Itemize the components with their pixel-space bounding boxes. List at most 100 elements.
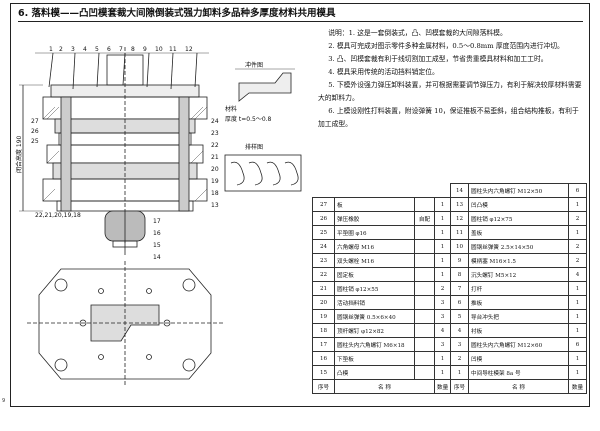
- callout-number: 15: [153, 242, 161, 249]
- drawing-frame: [10, 3, 590, 407]
- bom-no: 24: [312, 239, 335, 254]
- bom-no: 13: [450, 197, 469, 212]
- callout-number: 22: [211, 142, 219, 149]
- bom-spec: [414, 239, 435, 254]
- bom-spec: [414, 225, 435, 240]
- callout-number: 21: [211, 154, 219, 161]
- callout-number: 27: [31, 118, 39, 125]
- strip-layout-label: 排样图: [245, 143, 263, 151]
- bom-qty: 4: [568, 267, 587, 282]
- callout-number: 14: [153, 254, 161, 261]
- bom-name: 圆柱头内六角螺钉 M12×60: [468, 337, 569, 352]
- bom-qty: 2: [568, 239, 587, 254]
- part-label: 冲件图: [245, 61, 263, 69]
- bom-qty: 3: [434, 337, 451, 352]
- notes-section: 说明：1. 这是一套倒装式，凸、凹模套裁的大间隙落料模。 2. 模具可完成对图示…: [318, 27, 584, 177]
- bom-no: 15: [312, 365, 335, 380]
- bom-qty: 1: [434, 225, 451, 240]
- bom-no: 3: [450, 337, 469, 352]
- bom-qty: 6: [568, 183, 587, 198]
- callout-number: 6: [107, 46, 111, 53]
- bom-qty: 1: [434, 197, 451, 212]
- bom-qty: 4: [434, 323, 451, 338]
- bom-no: 10: [450, 239, 469, 254]
- bom-no: 22: [312, 267, 335, 282]
- note-line: 2. 模具可完成对图示零件多种金属材料，0.5～0.8mm 厚度范围内进行冲切。: [328, 42, 564, 50]
- table-header-row: 序号 名 称 数量 序号 名 称 数量: [312, 379, 587, 394]
- bom-name: 圆柱销 φ12×75: [468, 211, 569, 226]
- bom-no: 19: [312, 309, 335, 324]
- header-qty: 数量: [434, 379, 451, 394]
- bom-spec: [414, 323, 435, 338]
- bom-qty: 1: [434, 253, 451, 268]
- header-no: 序号: [312, 379, 335, 394]
- bom-name: 衬板: [468, 323, 569, 338]
- bom-qty: 1: [568, 197, 587, 212]
- bom-spec: [414, 365, 435, 380]
- bom-name: 圆柱销 φ12×55: [334, 281, 415, 296]
- bom-qty: 2: [434, 281, 451, 296]
- callout-number: 20: [211, 166, 219, 173]
- bom-no: 18: [312, 323, 335, 338]
- note-line: 6. 上模设刚性打料装置，附设弹簧 10，保证推板不易歪斜，组合结构推板，有利于…: [318, 107, 579, 128]
- bom-spec: [414, 281, 435, 296]
- bom-spec: [414, 337, 435, 352]
- bom-spec: [414, 295, 435, 310]
- bom-name: 圆钢丝弹簧 2.5×14×50: [468, 239, 569, 254]
- bom-name: 导台冲头把: [468, 309, 569, 324]
- callout-number: 2: [59, 46, 63, 53]
- header-name-right: 名 称: [468, 379, 569, 394]
- bom-qty: 1: [434, 267, 451, 282]
- bom-name: 推板: [468, 295, 569, 310]
- callout-number: 24: [211, 118, 219, 125]
- die-assembly-drawing: 1 2 3 4 5 6 7 8 9 10 11 12 27 26 25 24 2…: [15, 46, 302, 387]
- bom-name: 板: [334, 197, 415, 212]
- callout-number: 5: [95, 46, 99, 53]
- bom-qty: 2: [568, 211, 587, 226]
- bom-no: 14: [450, 183, 469, 198]
- bom-name: 凹模: [468, 351, 569, 366]
- callout-number: 23: [211, 130, 219, 137]
- bom-no: 25: [312, 225, 335, 240]
- callout-number: 10: [155, 46, 163, 53]
- bom-qty: 6: [568, 337, 587, 352]
- bom-no: 7: [450, 281, 469, 296]
- bom-no: 21: [312, 281, 335, 296]
- table-row: 14 圆柱头内六角螺钉 M12×50 6: [313, 183, 587, 198]
- note-line: 5. 下模外设强力弹压卸料装置，并可根据需要调节弹压力，有利于解决较厚材料需要大…: [318, 81, 582, 102]
- bom-no: 5: [450, 309, 469, 324]
- bom-name: 顶杆螺钉 φ12×82: [334, 323, 415, 338]
- bottom-callouts: 22,21,20,19,18: [35, 212, 81, 219]
- bom-no: 26: [312, 211, 335, 226]
- bom-qty: 3: [434, 309, 451, 324]
- bom-qty: 1: [434, 239, 451, 254]
- bom-no: 1: [450, 365, 469, 380]
- bom-no: 16: [312, 351, 335, 366]
- bom-no: 27: [312, 197, 335, 212]
- callout-number: 25: [31, 138, 39, 145]
- thickness-label: 厚度 t=0.5～0.8: [225, 115, 272, 123]
- bom-spec: 自配: [414, 211, 435, 226]
- callout-number: 7: [119, 46, 123, 53]
- bom-no: 17: [312, 337, 335, 352]
- bom-name: 圆柱头内六角螺钉 M12×50: [468, 183, 569, 198]
- bom-qty: 1: [434, 365, 451, 380]
- bom-qty: 1: [568, 309, 587, 324]
- callout-number: 16: [153, 230, 161, 237]
- callout-number: 13: [211, 202, 219, 209]
- callout-number: 1: [49, 46, 53, 53]
- bom-qty: 1: [434, 211, 451, 226]
- bom-name: 活动挡料销: [334, 295, 415, 310]
